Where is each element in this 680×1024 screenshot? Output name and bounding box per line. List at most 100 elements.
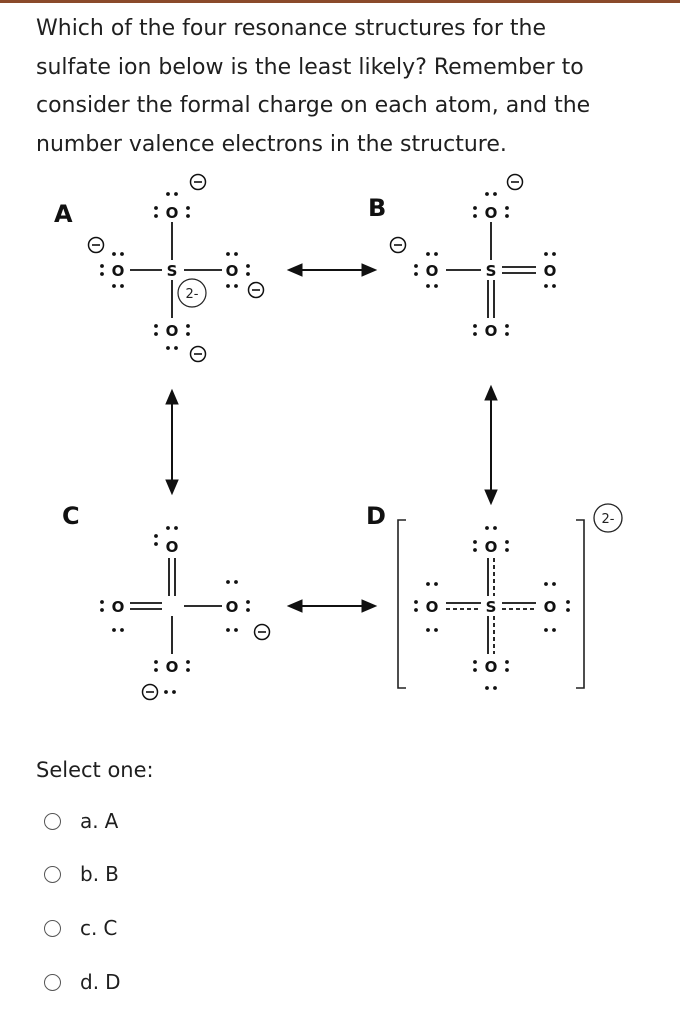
lone-pair-dot bbox=[186, 206, 190, 210]
lone-pair-dot bbox=[234, 284, 238, 288]
lone-pair-dot bbox=[100, 600, 104, 604]
resonance-arrow-bd bbox=[484, 384, 498, 506]
lone-pair-dot bbox=[473, 332, 477, 336]
lone-pair-dot bbox=[246, 272, 250, 276]
resonance-arrow-ab bbox=[286, 263, 378, 277]
question-line: number valence electrons in the structur… bbox=[36, 131, 507, 157]
radio-d[interactable] bbox=[44, 973, 61, 991]
radio-b[interactable] bbox=[44, 865, 61, 883]
option-d[interactable]: d. D bbox=[44, 965, 120, 999]
radio-c[interactable] bbox=[44, 919, 61, 937]
lone-pair-dot bbox=[164, 690, 168, 694]
lone-pair-dot bbox=[434, 284, 438, 288]
option-b-letter: b. bbox=[80, 862, 100, 886]
lone-pair-dot bbox=[552, 284, 556, 288]
atom-label: O bbox=[485, 204, 498, 222]
radio-a[interactable] bbox=[44, 812, 61, 830]
lone-pair-dot bbox=[544, 284, 548, 288]
lone-pair-dot bbox=[234, 628, 238, 632]
negative-charge-icon bbox=[253, 623, 271, 641]
lone-pair-dot bbox=[100, 264, 104, 268]
lone-pair-dot bbox=[505, 324, 509, 328]
option-d-text: D bbox=[105, 970, 121, 994]
lone-pair-dot bbox=[552, 628, 556, 632]
lone-pair-dot bbox=[166, 346, 170, 350]
lone-pair-dot bbox=[172, 690, 176, 694]
label-c: C bbox=[62, 502, 80, 530]
lone-pair-dot bbox=[166, 192, 170, 196]
lone-pair-dot bbox=[112, 252, 116, 256]
lone-pair-dot bbox=[414, 608, 418, 612]
lone-pair-dot bbox=[505, 206, 509, 210]
question-line: consider the formal charge on each atom,… bbox=[36, 93, 591, 118]
top-border bbox=[0, 0, 680, 3]
lone-pair-dot bbox=[186, 332, 190, 336]
charge-text-a: 2- bbox=[186, 287, 199, 302]
lone-pair-dot bbox=[414, 264, 418, 268]
lone-pair-dot bbox=[120, 252, 124, 256]
resonance-arrow-cd bbox=[286, 599, 378, 613]
option-c[interactable]: c. C bbox=[44, 911, 117, 945]
lone-pair-dot bbox=[473, 668, 477, 672]
negative-charge-icon bbox=[506, 173, 524, 191]
lone-pair-dot bbox=[246, 608, 250, 612]
lone-pair-dot bbox=[186, 214, 190, 218]
lone-pair-dot bbox=[154, 534, 158, 538]
atom-label: O bbox=[226, 598, 239, 616]
lone-pair-dot bbox=[154, 214, 158, 218]
resonance-arrow-ac bbox=[165, 388, 179, 496]
atom-label: O bbox=[226, 262, 239, 280]
negative-charge-icon bbox=[141, 683, 159, 701]
lone-pair-dot bbox=[414, 272, 418, 276]
atom-label: O bbox=[485, 538, 498, 556]
lone-pair-dot bbox=[234, 580, 238, 584]
lone-pair-dot bbox=[473, 540, 477, 544]
lone-pair-dot bbox=[154, 324, 158, 328]
option-b[interactable]: b. B bbox=[44, 857, 119, 891]
lone-pair-dot bbox=[246, 600, 250, 604]
atom-label: O bbox=[166, 538, 179, 556]
question-line: sulfate ion below is the least likely? R… bbox=[36, 54, 584, 80]
lone-pair-dot bbox=[226, 580, 230, 584]
lone-pair-dot bbox=[112, 628, 116, 632]
lone-pair-dot bbox=[426, 628, 430, 632]
lone-pair-dot bbox=[154, 542, 158, 546]
atom-label: O bbox=[426, 598, 439, 616]
lone-pair-dot bbox=[426, 252, 430, 256]
resonance-structures-figure: A B C D 2- bbox=[0, 160, 680, 720]
negative-charge-icon bbox=[389, 236, 407, 254]
lone-pair-dot bbox=[174, 526, 178, 530]
lone-pair-dot bbox=[434, 628, 438, 632]
lone-pair-dot bbox=[473, 548, 477, 552]
label-b: B bbox=[368, 194, 386, 222]
atom-label: O bbox=[544, 262, 557, 280]
lone-pair-dot bbox=[154, 660, 158, 664]
lone-pair-dot bbox=[473, 660, 477, 664]
lone-pair-dot bbox=[426, 582, 430, 586]
atom-label: S bbox=[486, 598, 497, 616]
atom-label: O bbox=[166, 322, 179, 340]
option-a[interactable]: a. A bbox=[44, 804, 118, 838]
option-a-letter: a. bbox=[80, 809, 99, 833]
negative-charge-icon bbox=[189, 345, 207, 363]
lone-pair-dot bbox=[493, 192, 497, 196]
lone-pair-dot bbox=[473, 214, 477, 218]
lone-pair-dot bbox=[246, 264, 250, 268]
option-c-letter: c. bbox=[80, 916, 98, 940]
resonance-diagram: A B C D 2- bbox=[54, 173, 623, 701]
lone-pair-dot bbox=[566, 608, 570, 612]
option-d-letter: d. bbox=[80, 970, 100, 994]
lone-pair-dot bbox=[174, 192, 178, 196]
charge-text-d: 2- bbox=[602, 512, 615, 527]
lone-pair-dot bbox=[226, 284, 230, 288]
lone-pair-dot bbox=[120, 628, 124, 632]
option-a-text: A bbox=[104, 809, 119, 833]
lone-pair-dot bbox=[505, 548, 509, 552]
lone-pair-dot bbox=[234, 252, 238, 256]
lone-pair-dot bbox=[100, 608, 104, 612]
option-c-text: C bbox=[103, 916, 118, 940]
lone-pair-dot bbox=[552, 582, 556, 586]
charge-badge-d: 2- bbox=[593, 503, 623, 533]
lone-pair-dot bbox=[544, 252, 548, 256]
